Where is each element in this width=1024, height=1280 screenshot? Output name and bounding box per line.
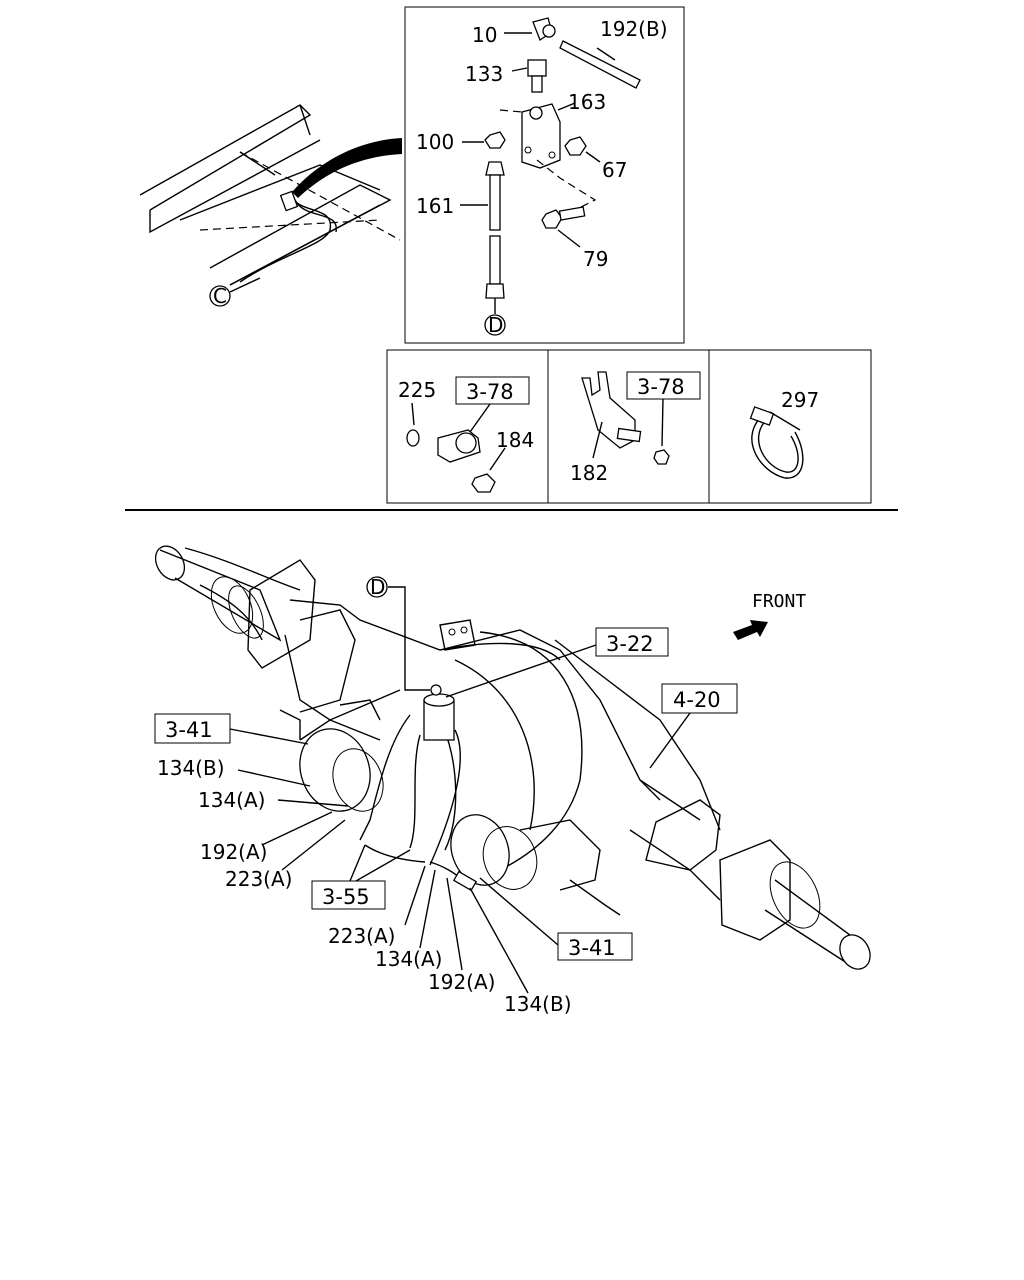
label-161: 161 [416,194,454,218]
small-parts-panels: 225 3-78 184 3-78 182 297 [386,349,872,504]
ref-3-78-b: 3-78 [637,375,685,399]
label-297: 297 [781,388,819,412]
label-10: 10 [472,23,497,47]
label-182: 182 [570,461,608,485]
front-direction-label: FRONT [752,591,806,612]
ref-3-22: 3-22 [606,632,654,656]
label-223a-bottom: 223(A) [328,924,395,948]
ref-4-20: 4-20 [673,688,721,712]
ref-3-41-right: 3-41 [568,936,616,960]
label-134b-left: 134(B) [157,756,225,780]
rear-axle-assembly: D FRONT 3-22 4-20 3-41 3-41 3-55 134(B) … [154,545,871,1016]
label-134a-bottom: 134(A) [375,947,442,971]
hose-bracket-detail-box: 10 192(B) 133 163 100 67 161 [404,6,685,344]
front-arrow-icon [733,620,768,640]
callout-c-label: C [213,284,227,308]
label-192a-left: 192(A) [200,840,267,864]
label-192b-top: 192(B) [600,17,668,41]
label-192a-bottom: 192(A) [428,970,495,994]
ref-3-78-a: 3-78 [466,380,514,404]
ref-3-55: 3-55 [322,885,370,909]
ref-3-41-left: 3-41 [165,718,213,742]
label-67: 67 [602,158,627,182]
callout-d-main-label: D [370,575,385,599]
callout-d-top-label: D [488,313,503,337]
label-100: 100 [416,130,454,154]
label-134a-left: 134(A) [198,788,265,812]
label-223a-left: 223(A) [225,867,292,891]
label-225: 225 [398,378,436,402]
label-134b-bottom: 134(B) [504,992,572,1016]
label-184: 184 [496,428,534,452]
frame-rail-detail: C [139,104,402,308]
label-133: 133 [465,62,503,86]
label-163: 163 [568,90,606,114]
label-79: 79 [583,247,608,271]
